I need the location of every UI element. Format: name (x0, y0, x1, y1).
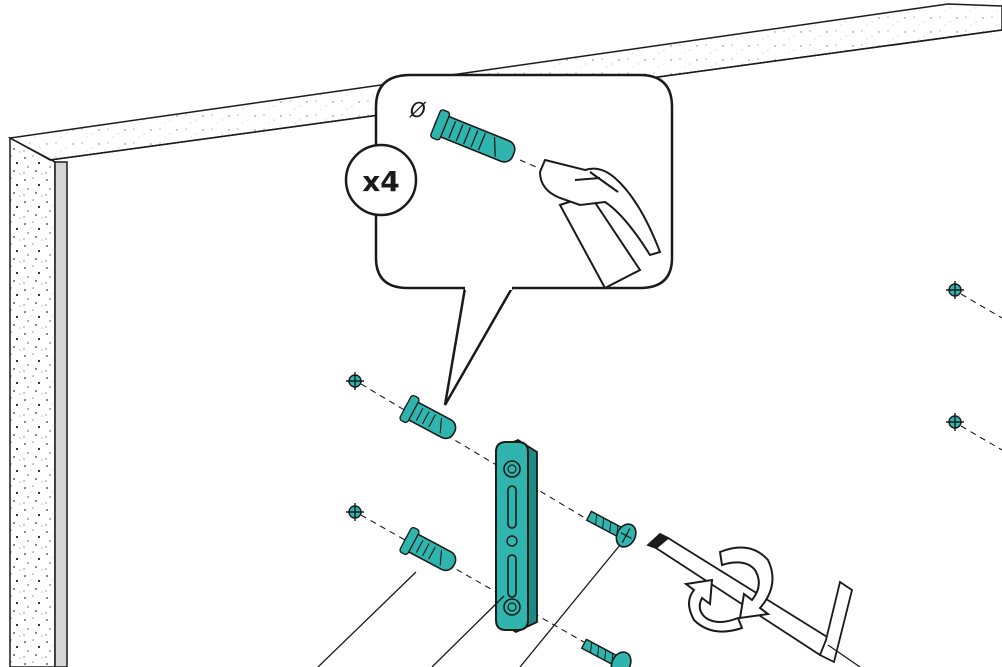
callout-bubble (376, 75, 672, 405)
screw (583, 505, 639, 550)
wall-left-edge (10, 138, 67, 667)
crosshair-top-left (346, 372, 364, 390)
diameter-symbol: Ø (409, 98, 427, 122)
crosshair-icon (346, 281, 964, 521)
crosshair-bottom-left (346, 503, 364, 521)
screw (578, 633, 634, 667)
wall-plug (399, 527, 461, 578)
quantity-badge: x4 (346, 145, 416, 215)
crosshair-top-right (946, 281, 964, 299)
crosshair-bottom-right (946, 413, 964, 431)
wall-plug (399, 395, 461, 446)
quantity-label: x4 (362, 165, 400, 198)
mounting-bracket (496, 440, 537, 632)
